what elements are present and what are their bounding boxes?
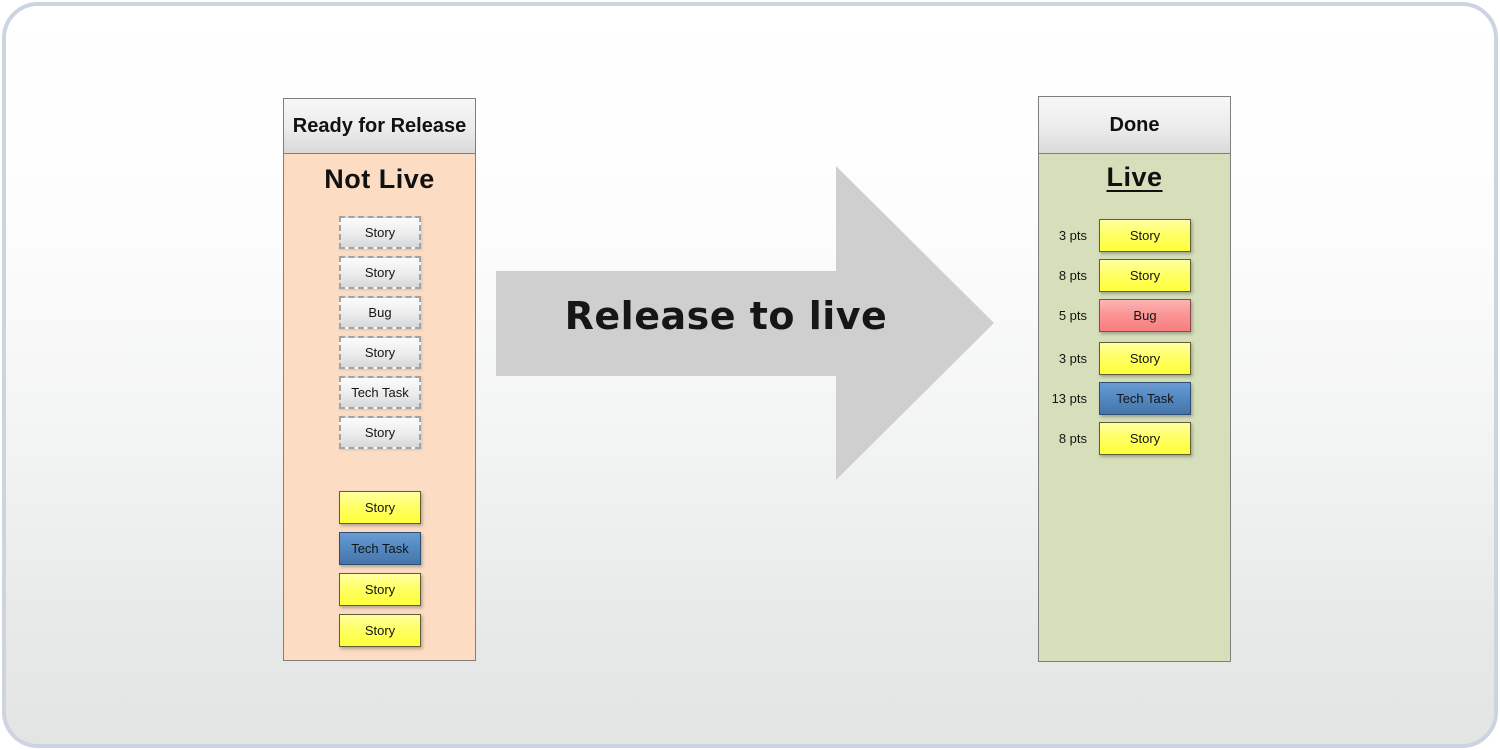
live-title: Live xyxy=(1106,162,1163,192)
ready-for-release-column: Ready for Release Not Live Story Story B… xyxy=(283,98,476,661)
ready-for-release-header: Ready for Release xyxy=(283,98,476,154)
release-arrow xyxy=(496,166,994,480)
done-card-row: 8 pts Story xyxy=(1039,259,1230,292)
done-card: Story xyxy=(1099,219,1191,252)
done-card: Story xyxy=(1099,259,1191,292)
done-card-row: 3 pts Story xyxy=(1039,342,1230,375)
done-card-row: 5 pts Bug xyxy=(1039,299,1230,332)
done-card: Tech Task xyxy=(1099,382,1191,415)
done-column: Done Live 3 pts Story 8 pts Story 5 pts … xyxy=(1038,96,1231,662)
ready-card: Story xyxy=(339,614,421,647)
pending-card: Story xyxy=(339,216,421,249)
story-points-label: 3 pts xyxy=(1058,351,1087,366)
story-points-label: 8 pts xyxy=(1058,431,1087,446)
story-points-label: 13 pts xyxy=(1051,391,1087,406)
story-points-label: 5 pts xyxy=(1058,308,1087,323)
not-live-area: Not Live Story Story Bug Story Tech Task… xyxy=(283,154,476,661)
pending-card: Story xyxy=(339,336,421,369)
not-live-title: Not Live xyxy=(324,164,435,194)
story-points-label: 8 pts xyxy=(1058,268,1087,283)
done-card: Story xyxy=(1099,342,1191,375)
pending-card: Tech Task xyxy=(339,376,421,409)
done-header: Done xyxy=(1038,96,1231,154)
pending-card: Bug xyxy=(339,296,421,329)
pending-card: Story xyxy=(339,416,421,449)
done-card-row: 3 pts Story xyxy=(1039,219,1230,252)
done-card: Bug xyxy=(1099,299,1191,332)
done-card-row: 13 pts Tech Task xyxy=(1039,382,1230,415)
ready-card: Story xyxy=(339,573,421,606)
done-card-row: 8 pts Story xyxy=(1039,422,1230,455)
done-card: Story xyxy=(1099,422,1191,455)
live-area: Live 3 pts Story 8 pts Story 5 pts Bug 3… xyxy=(1038,154,1231,662)
pending-card: Story xyxy=(339,256,421,289)
story-points-label: 3 pts xyxy=(1058,228,1087,243)
ready-card: Story xyxy=(339,491,421,524)
ready-card: Tech Task xyxy=(339,532,421,565)
release-arrow-label: Release to live xyxy=(564,294,888,338)
